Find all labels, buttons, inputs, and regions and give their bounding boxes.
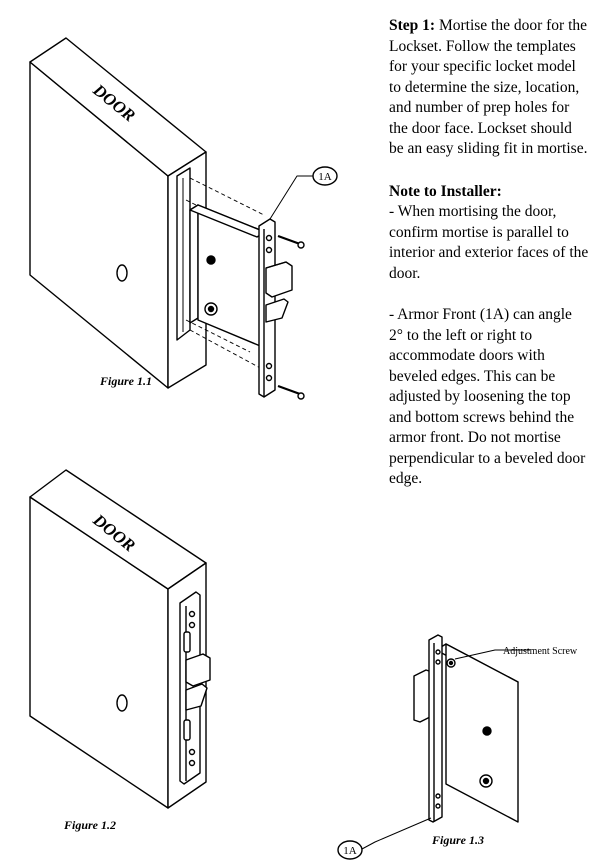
callout-1a-label: 1A (318, 171, 332, 183)
door2-bore-hole (116, 694, 128, 712)
figure-1-2: DOOR Figure 1.2 (29, 469, 211, 832)
bottom-screw-icon (277, 384, 305, 400)
adjustment-screw-label: Adjustment Screw (503, 646, 578, 657)
figure-1-1-caption: Figure 1.1 (100, 374, 153, 388)
lock3-hole-icon (482, 726, 492, 736)
note-item-1: - When mortising the door, confirm morti… (389, 203, 589, 282)
step1-text: Mortise the door for the Lockset. Follow… (389, 17, 588, 157)
installed-latch (185, 653, 211, 687)
figure-1-2-drawing: DOOR (29, 469, 211, 809)
lock3-body-front (445, 643, 519, 823)
step1-label: Step 1: (389, 17, 436, 34)
body-hole-icon (206, 255, 216, 265)
step1-paragraph: Step 1: Mortise the door for the Lockset… (389, 16, 589, 160)
lock3-armor-front (428, 634, 443, 823)
figure-1-1-drawing: 1A DOOR (29, 37, 338, 400)
figure-1-1: 1A DOOR Figure 1.1 (0, 0, 360, 420)
deadlatch (265, 298, 289, 323)
figure-1-3-caption: Figure 1.3 (432, 833, 485, 847)
note-item-2: - Armor Front (1A) can angle 2° to the l… (389, 306, 586, 487)
callout3-1a-label: 1A (343, 845, 357, 857)
door-bore-hole (116, 264, 128, 282)
instructions-text: Step 1: Mortise the door for the Lockset… (389, 16, 589, 490)
note-title: Note to Installer: (389, 182, 502, 200)
figure-1-2-caption: Figure 1.2 (64, 818, 117, 832)
installed-deadlatch (185, 683, 208, 711)
top-screw-icon (277, 234, 305, 249)
callout-1a-bubble (312, 166, 338, 186)
callout3-1a-bubble (337, 840, 363, 860)
